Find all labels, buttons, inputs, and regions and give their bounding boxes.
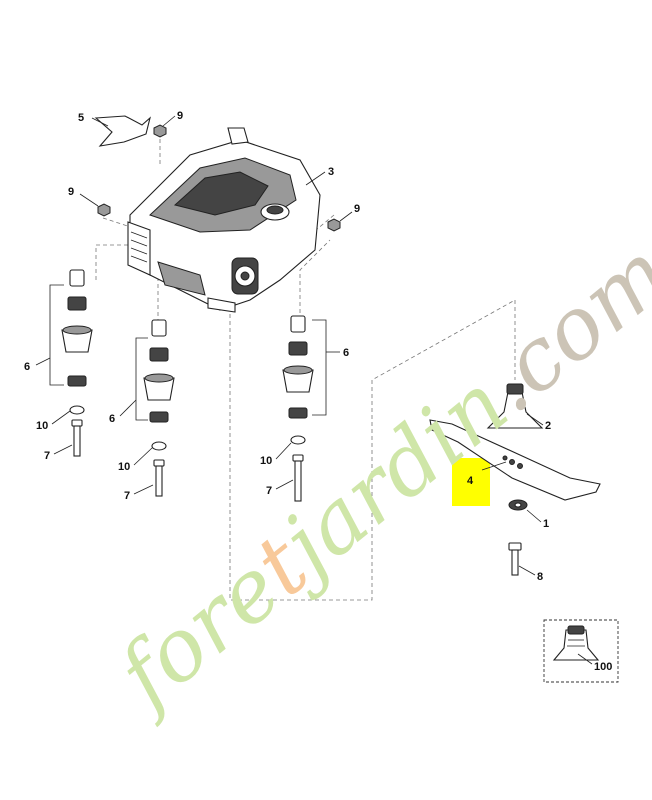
blade-adapter-part-2 — [486, 383, 544, 429]
bolt-part-7-left — [71, 419, 83, 457]
label-6-middle: 6 — [109, 413, 115, 425]
label-8: 8 — [537, 571, 543, 583]
mount-stack-part-6-right — [282, 315, 314, 419]
label-9-left: 9 — [68, 186, 74, 198]
label-1: 1 — [543, 518, 549, 530]
label-4: 4 — [467, 475, 474, 487]
washer-part-10-left — [69, 405, 85, 415]
bracket-part-6-left — [49, 284, 64, 386]
label-9-right: 9 — [354, 203, 360, 215]
label-100: 100 — [594, 661, 612, 673]
label-6-right: 6 — [343, 347, 349, 359]
mount-stack-part-6-middle — [143, 319, 175, 423]
washer-part-10-right — [290, 435, 306, 445]
gasket-part-5 — [94, 115, 151, 147]
label-7-left: 7 — [44, 450, 50, 462]
engine-part-3 — [127, 127, 321, 313]
mount-stack-part-6-left — [61, 269, 93, 387]
bolt-part-7-right — [292, 454, 304, 502]
washer-part-1-hole — [514, 502, 522, 508]
label-6-left: 6 — [24, 361, 30, 373]
label-2: 2 — [545, 420, 551, 432]
label-9-top: 9 — [177, 110, 183, 122]
label-7-right: 7 — [266, 485, 272, 497]
bolt-part-7-middle — [153, 459, 165, 497]
highlight-box — [452, 458, 490, 506]
nut-part-9-right — [327, 218, 341, 232]
bracket-part-6-right — [312, 319, 327, 416]
leader-lines — [35, 115, 593, 665]
label-5: 5 — [78, 112, 84, 124]
blade-part-4 — [429, 419, 601, 501]
nut-part-9-top — [153, 124, 167, 138]
blade-bolt-part-8 — [508, 542, 522, 576]
nut-part-9-left — [97, 203, 111, 217]
inset-box-part-100 — [543, 619, 619, 683]
washer-part-10-middle — [151, 441, 167, 451]
label-10-right: 10 — [260, 455, 272, 467]
label-10-left: 10 — [36, 420, 48, 432]
blade-adapter-assembly-part-100 — [552, 625, 600, 661]
label-7-middle: 7 — [124, 490, 130, 502]
label-3: 3 — [328, 166, 334, 178]
bracket-part-6-middle — [135, 337, 148, 421]
label-10-middle: 10 — [118, 461, 130, 473]
callout-labels: 5 9 3 9 9 6 6 6 10 10 10 7 7 7 2 4 1 8 1… — [24, 110, 612, 673]
